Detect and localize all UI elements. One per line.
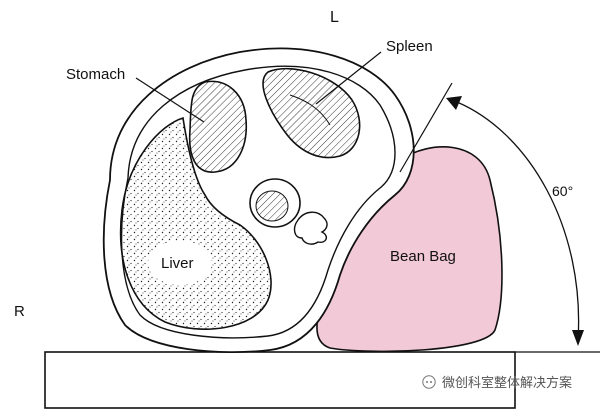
wechat-chat-icon — [422, 375, 436, 389]
stomach-label: Stomach — [66, 66, 125, 83]
angle-label: 60° — [552, 183, 573, 199]
watermark-text: 微创科室整体解决方案 — [442, 372, 572, 391]
kidney-inner — [256, 191, 288, 221]
watermark: 微创科室整体解决方案 — [422, 372, 572, 391]
angle-arrowhead-bottom — [572, 330, 584, 346]
right-side-label: R — [14, 303, 25, 320]
spleen-label: Spleen — [386, 38, 433, 55]
liver-label: Liver — [161, 255, 194, 272]
bean-bag-label: Bean Bag — [390, 248, 456, 265]
left-side-label: L — [330, 9, 339, 26]
stomach-organ — [190, 81, 247, 172]
